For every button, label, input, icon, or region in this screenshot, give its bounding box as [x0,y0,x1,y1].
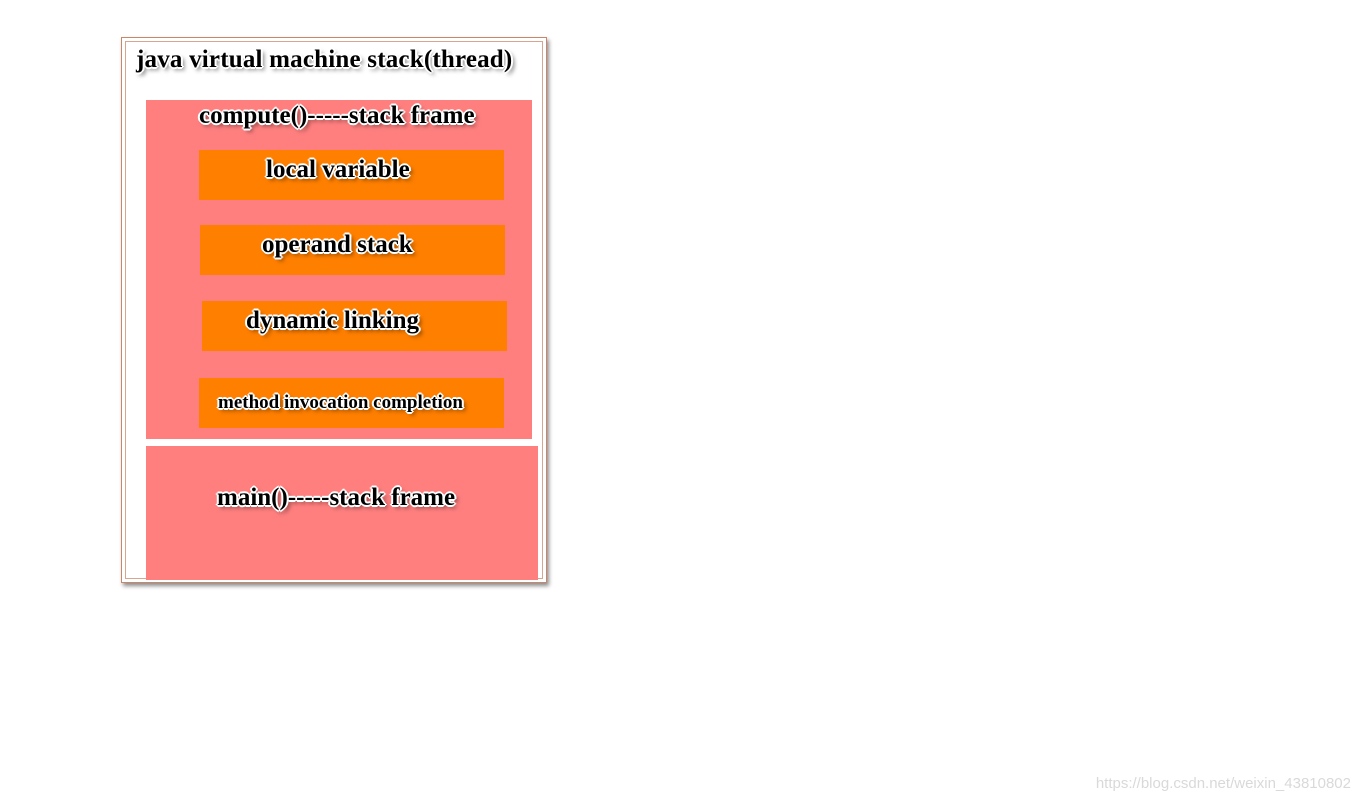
compute-frame-title: compute()-----stack frame [199,102,475,129]
compute-stack-frame: compute()-----stack frame local variable… [146,100,532,439]
method-invocation-completion-label: method invocation completion [218,392,463,413]
operand-stack-label: operand stack [262,231,413,258]
dynamic-linking-label: dynamic linking [246,307,419,334]
watermark: https://blog.csdn.net/weixin_43810802 [1095,775,1351,792]
operand-stack-block: operand stack [200,225,505,275]
jvm-stack-box: java virtual machine stack(thread) compu… [121,37,547,583]
stack-title: java virtual machine stack(thread) [136,46,513,73]
method-invocation-completion-block: method invocation completion [199,378,504,428]
main-stack-frame: main()-----stack frame [146,446,538,580]
dynamic-linking-block: dynamic linking [202,301,507,351]
local-variable-label: local variable [266,156,410,183]
local-variable-block: local variable [199,150,504,200]
main-frame-title: main()-----stack frame [217,484,456,511]
